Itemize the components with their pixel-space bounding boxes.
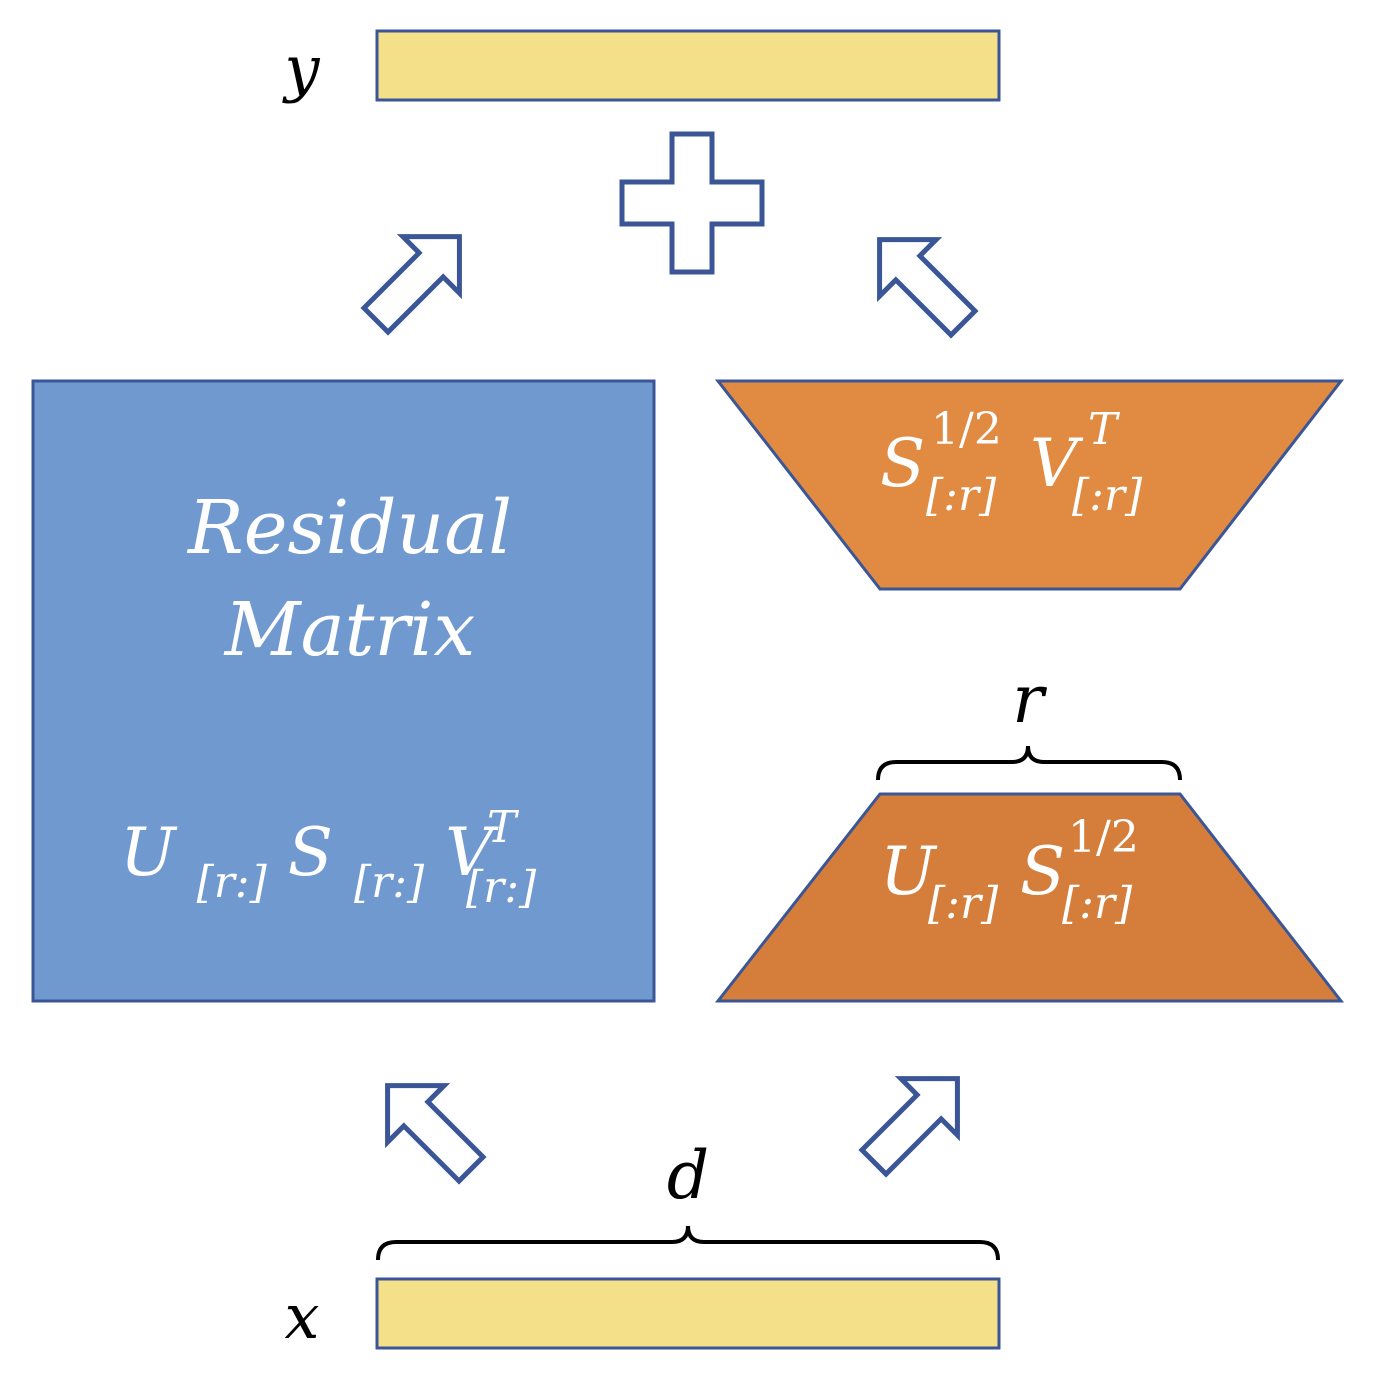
d-brace — [376, 1225, 1000, 1261]
bottom-trap-S-sup: 1/2 — [1068, 812, 1139, 863]
bottom-trap-S: S — [1020, 833, 1065, 910]
top-trap-S-sup: 1/2 — [931, 404, 1002, 455]
bottom-trap-U: U — [880, 833, 938, 910]
residual-formula: U [r:] S [r:] V — [120, 814, 499, 913]
formula-S: S — [288, 814, 333, 891]
arrow-input-to-lowrank — [858, 1076, 960, 1178]
residual-title-line1: Residual — [186, 485, 512, 571]
residual-title-line2: Matrix — [223, 587, 475, 673]
formula-U: U — [120, 814, 178, 891]
residual-formula-V-sub: [r:] — [466, 862, 537, 913]
bottom-trapezoid-block — [714, 792, 1345, 1003]
input-vector-x — [375, 1277, 1001, 1350]
top-trap-V-sup: T — [1088, 404, 1121, 455]
hollow-arrow-icon — [877, 237, 979, 339]
bottom-trap-U-sub: [:r] — [928, 878, 999, 929]
top-trap-S: S — [880, 425, 925, 502]
top-trap-V: V — [1030, 425, 1084, 502]
top-trap-S-sub: [:r] — [926, 470, 997, 521]
residual-formula-V-sup: T — [487, 802, 520, 853]
label-r: r — [1012, 661, 1047, 738]
plus-icon — [619, 131, 765, 275]
top-trapezoid-block — [714, 379, 1345, 591]
hollow-arrow-icon — [385, 1083, 487, 1185]
label-x: x — [285, 1280, 320, 1353]
hollow-arrow-icon — [360, 234, 462, 336]
formula-S-sub: [r:] — [354, 857, 425, 908]
arrow-input-to-residual — [385, 1083, 487, 1185]
residual-matrix-block — [31, 379, 656, 1003]
bottom-trap-S-sub: [:r] — [1062, 878, 1133, 929]
hollow-arrow-icon — [858, 1076, 960, 1178]
arrow-residual-to-sum — [360, 234, 462, 336]
output-vector-y — [375, 29, 1001, 102]
formula-U-sub: [r:] — [197, 857, 268, 908]
r-brace — [876, 745, 1182, 781]
top-trap-V-sub: [:r] — [1072, 470, 1143, 521]
formula-V: V — [445, 814, 499, 891]
arrow-lowrank-to-sum — [877, 237, 979, 339]
label-d: d — [667, 1137, 709, 1214]
label-y: y — [281, 32, 320, 105]
